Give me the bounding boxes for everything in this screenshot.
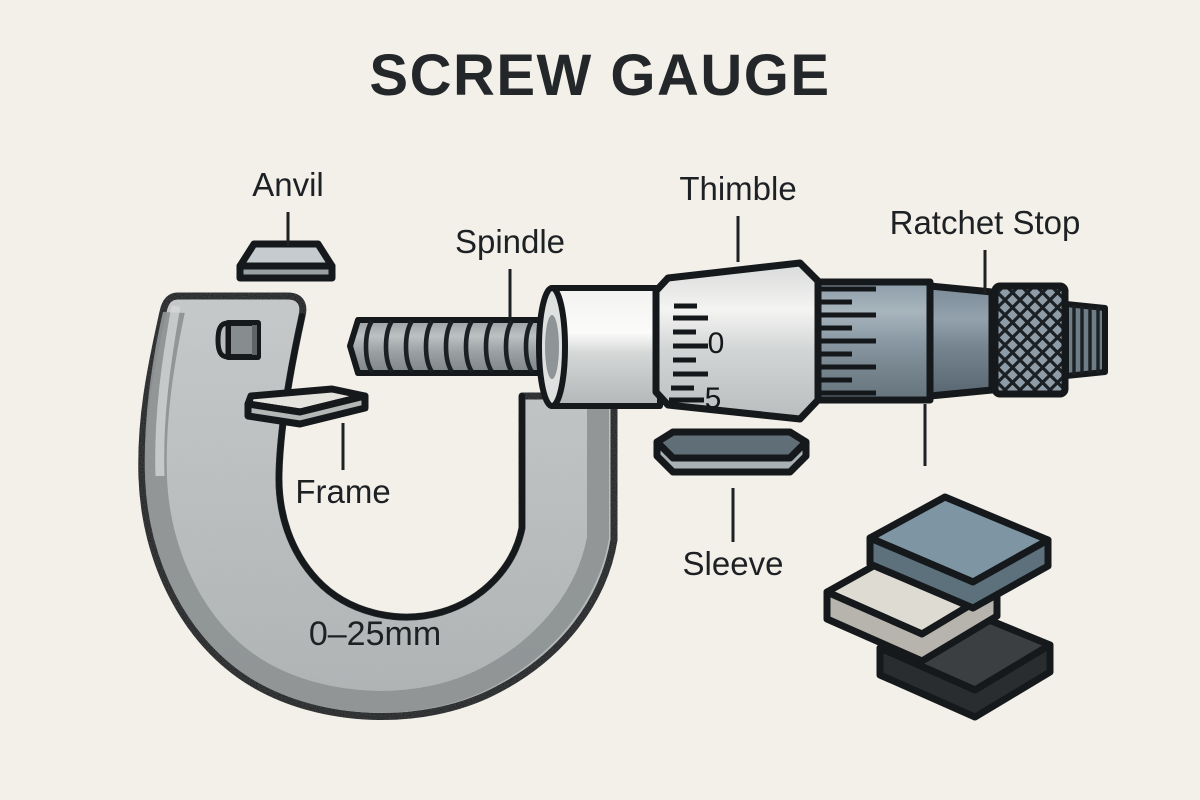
callout-label-thimble[interactable]: Thimble <box>679 170 796 207</box>
ratchet-endcap <box>1063 301 1108 379</box>
gauge-block-top-side <box>866 534 1052 612</box>
sleeve-barrel-bore <box>545 315 559 379</box>
callout-label-anvil[interactable]: Anvil <box>252 166 324 203</box>
thimble-ticks <box>820 286 876 396</box>
page-title: SCREW GAUGE <box>369 43 830 108</box>
spindle-part <box>347 317 568 376</box>
sleeve-scale-barrel: 0 5 <box>652 259 822 423</box>
sleeve-icon-top <box>653 428 810 462</box>
ratchet-endcap-ribs <box>1072 305 1100 375</box>
ratchet-body <box>926 282 996 400</box>
anvil-icon <box>236 240 336 282</box>
frame-highlight <box>155 305 181 477</box>
sleeve-barrel-body <box>549 285 663 409</box>
anvil-post-face <box>215 320 231 360</box>
frame-range-label: 0–25mm <box>309 615 441 653</box>
frame-icon-face <box>244 392 369 428</box>
sleeve-barrel <box>536 285 663 409</box>
callout-labels: Anvil Spindle Thimble Ratchet Stop Frame… <box>252 166 1080 582</box>
anvil-post <box>215 320 261 360</box>
leader-lines <box>286 212 987 542</box>
sleeve-scale-number-0: 0 <box>708 327 725 360</box>
sleeve-icon <box>653 428 810 476</box>
spindle-shaft <box>347 317 568 376</box>
sleeve-icon-face <box>653 438 810 476</box>
callout-label-ratchet-stop[interactable]: Ratchet Stop <box>890 204 1081 241</box>
gauge-block-bottom-side <box>876 641 1054 721</box>
sleeve-scale-body <box>652 259 822 423</box>
ratchet-stop-part <box>926 282 1108 400</box>
sleeve-scale-number-5: 5 <box>705 382 722 415</box>
anvil-icon-face <box>236 262 336 282</box>
frame-icon <box>244 385 369 428</box>
gauge-block-middle-side <box>823 585 1001 665</box>
anvil-post-shadow <box>252 325 257 355</box>
callout-label-spindle[interactable]: Spindle <box>455 223 565 260</box>
ratchet-knurl <box>991 282 1069 398</box>
sleeve-scale-ticks <box>669 303 708 403</box>
callout-label-sleeve[interactable]: Sleeve <box>683 545 784 582</box>
thimble-part <box>814 278 934 404</box>
gauge-block-stack <box>823 493 1054 721</box>
gauge-block-top <box>866 493 1052 612</box>
callout-label-frame[interactable]: Frame <box>295 473 390 510</box>
